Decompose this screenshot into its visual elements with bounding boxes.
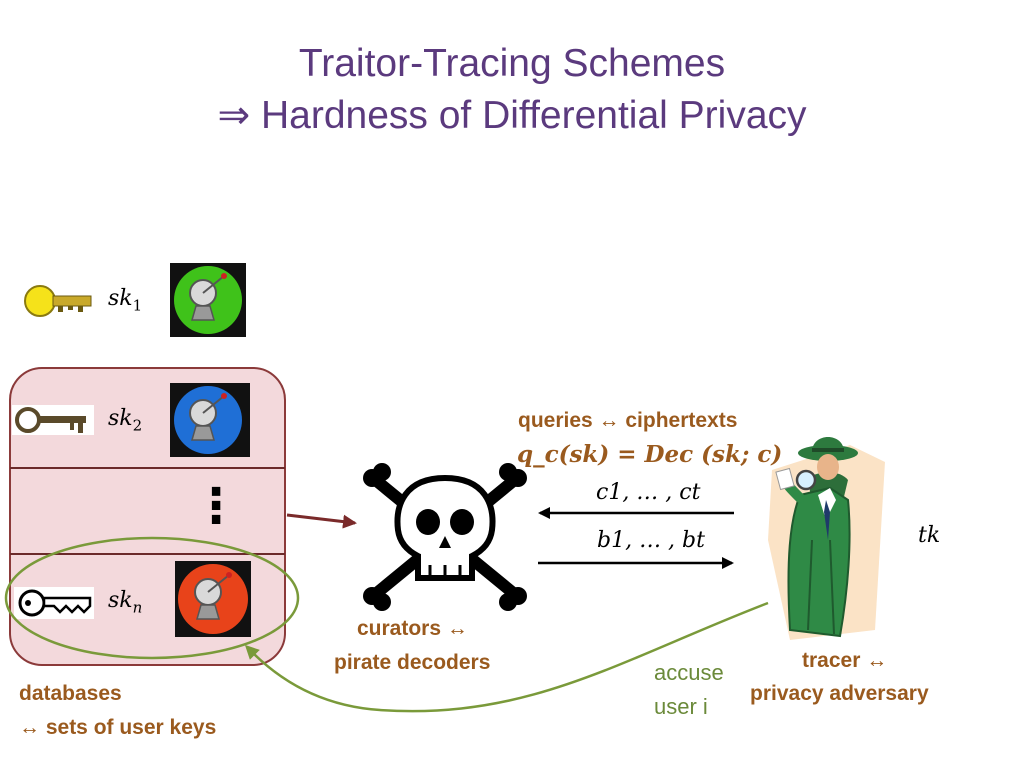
key-label-sk2: sk2	[108, 406, 143, 435]
satellite-dish-green-icon	[170, 263, 246, 337]
accuse-user-label: user i	[654, 694, 708, 719]
ciphertext-sequence: c1, … , ct	[596, 480, 701, 505]
outline-key-icon	[14, 587, 94, 619]
queries-label: queries ↔ ciphertexts	[518, 409, 738, 432]
golden-key-icon	[24, 285, 92, 317]
privacy-adversary-label: privacy adversary	[750, 682, 929, 705]
antique-key-icon	[12, 405, 94, 435]
slide-title-line2: ⇒ Hardness of Differential Privacy	[217, 94, 807, 137]
query-formula: q_c(sk) = Dec (sk; c)	[517, 441, 783, 468]
curators-label: curators ↔	[357, 617, 468, 640]
key-label-sk1: sk1	[108, 286, 143, 315]
highlight-ellipse	[4, 536, 300, 660]
key-label-skn: skn	[108, 588, 143, 617]
vertical-ellipsis: ⋮	[192, 478, 240, 534]
answer-sequence: b1, … , bt	[597, 528, 705, 553]
pirate-decoders-label: pirate decoders	[334, 651, 491, 674]
satellite-dish-blue-icon	[170, 383, 250, 457]
accuse-label: accuse	[654, 660, 724, 685]
tracing-key-label: tk	[918, 523, 941, 548]
user-keys-label: ↔ sets of user keys	[19, 716, 217, 739]
tracer-label: tracer ↔	[802, 649, 888, 672]
satellite-dish-red-icon	[175, 561, 251, 637]
slide-title-line1: Traitor-Tracing Schemes	[298, 42, 726, 85]
detective-tracer-icon	[768, 437, 885, 640]
skull-crossbones-icon	[363, 463, 527, 611]
database-to-pirate-arrow	[286, 513, 357, 529]
databases-label: databases	[19, 682, 122, 705]
accuse-arrow	[244, 601, 769, 713]
